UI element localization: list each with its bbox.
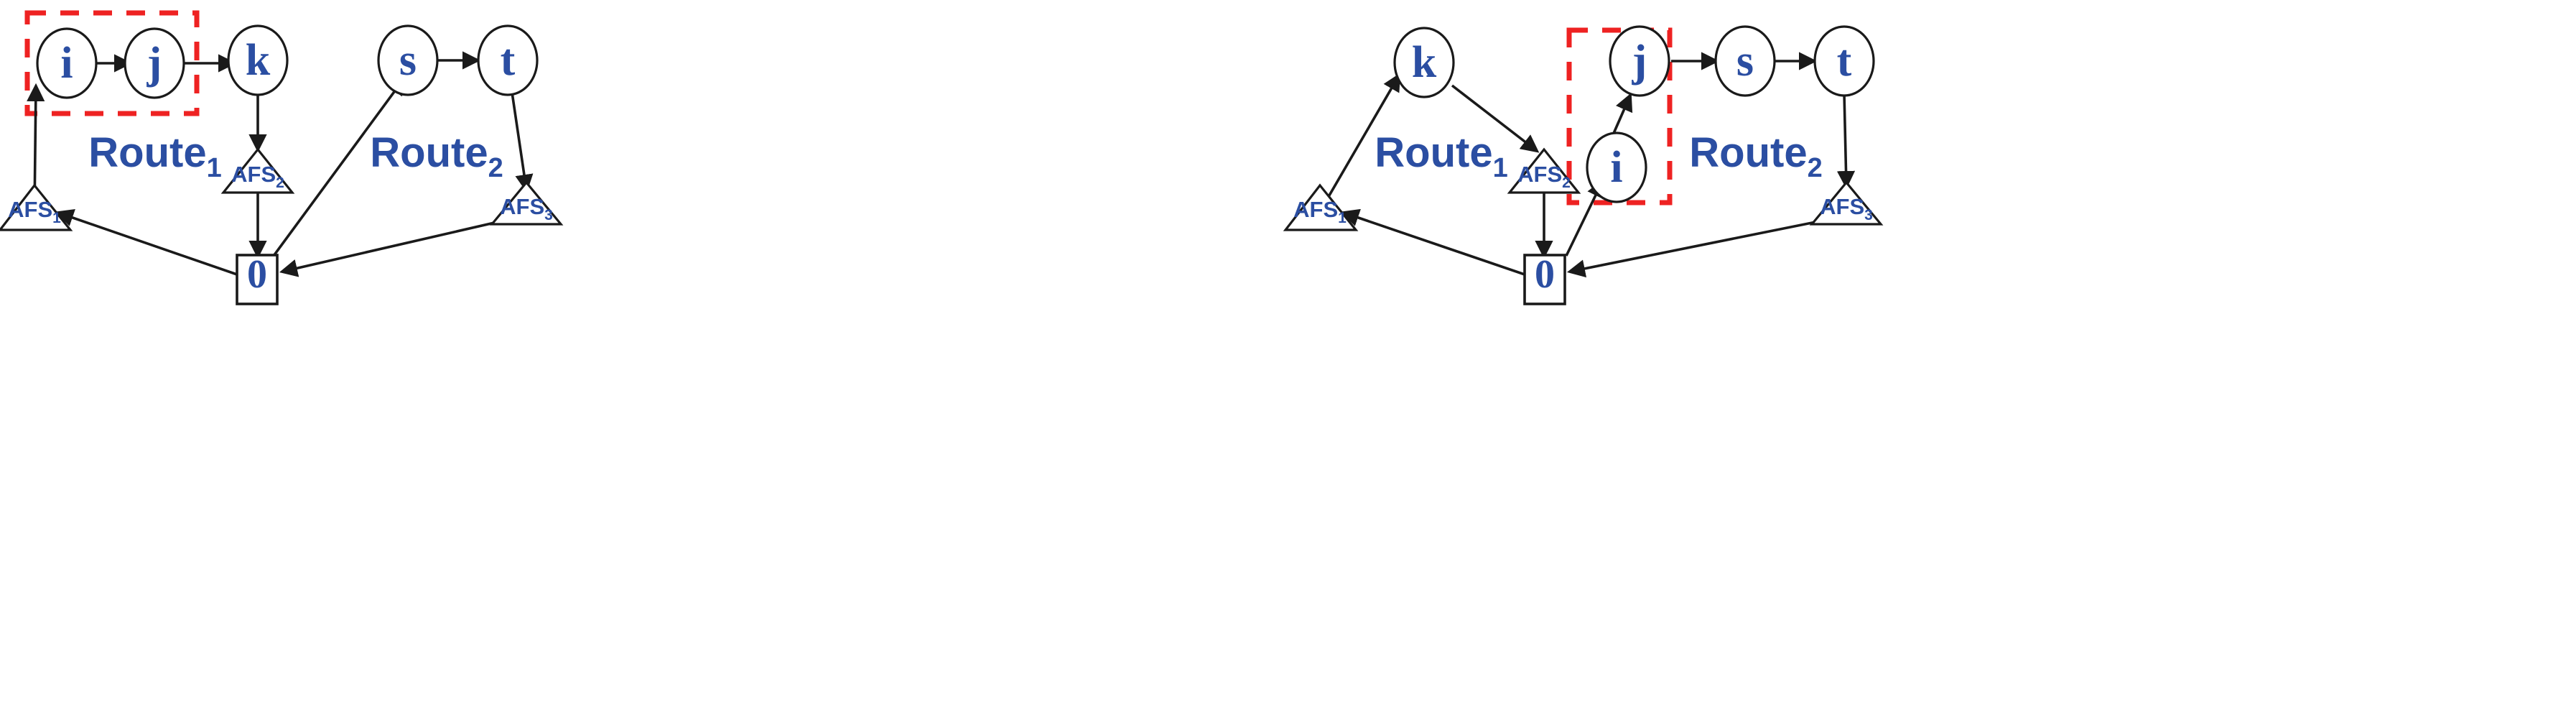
edge-depot-to-i [1565, 179, 1604, 257]
afs-1-label: AFS1 [8, 197, 61, 226]
node-t-label: t [501, 36, 516, 85]
node-i[interactable]: i [36, 27, 98, 99]
route-2-label: Route2 [1689, 129, 1822, 183]
route-1-label: Route1 [1375, 129, 1507, 183]
afs-3[interactable]: AFS3 [489, 180, 564, 226]
highlight-box-right[interactable] [1566, 27, 1673, 205]
edge-afs3-to-depot [1566, 218, 1831, 278]
node-k[interactable]: k [1393, 27, 1455, 98]
node-i-label: i [1610, 143, 1622, 192]
edge-depot-to-afs1 [55, 208, 238, 276]
edge-afs1-to-k [1318, 73, 1401, 213]
node-s[interactable]: s [377, 24, 439, 96]
edge-t-to-afs3 [510, 87, 534, 193]
edge-afs3-to-depot [279, 218, 511, 277]
node-j[interactable]: j [124, 27, 185, 99]
node-k-label: k [246, 36, 271, 85]
highlight-box-left[interactable] [24, 10, 200, 116]
depot-label: 0 [247, 252, 267, 297]
node-j-label: j [1632, 37, 1647, 86]
panel-right: k i j s t AFS1 AFS2 [1283, 25, 1884, 305]
node-t[interactable]: t [1813, 25, 1875, 97]
node-s[interactable]: s [1714, 25, 1776, 97]
node-i[interactable]: i [1586, 131, 1647, 203]
node-k[interactable]: k [227, 24, 289, 96]
afs-3-label: AFS3 [500, 194, 553, 223]
afs-3-label: AFS3 [1820, 194, 1873, 223]
node-j-label: j [147, 39, 162, 88]
afs-2[interactable]: AFS2 [220, 147, 295, 194]
afs-2-label: AFS2 [1517, 162, 1571, 191]
afs-1[interactable]: AFS1 [0, 183, 73, 231]
edge-i-to-j [1611, 93, 1633, 137]
route-2-label: Route2 [370, 129, 503, 183]
depot[interactable]: 0 [1523, 252, 1566, 305]
afs-2[interactable]: AFS2 [1507, 147, 1581, 194]
node-j[interactable]: j [1609, 25, 1670, 97]
afs-2-label: AFS2 [231, 162, 284, 191]
node-k-label: k [1412, 38, 1437, 87]
depot-label: 0 [1535, 252, 1555, 297]
node-s-label: s [1736, 37, 1754, 86]
edge-depot-to-afs1 [1341, 208, 1525, 276]
afs-3[interactable]: AFS3 [1809, 180, 1884, 226]
node-s-label: s [399, 36, 417, 85]
panel-left: i j k s t AFS1 AFS2 [0, 10, 564, 305]
afs-1-label: AFS1 [1293, 197, 1347, 226]
depot[interactable]: 0 [236, 252, 279, 305]
route-1-label: Route1 [88, 129, 221, 183]
node-t[interactable]: t [477, 24, 539, 96]
node-t-label: t [1837, 37, 1852, 86]
node-i-label: i [60, 39, 73, 88]
afs-1[interactable]: AFS1 [1283, 183, 1359, 231]
edge-t-to-afs3 [1836, 93, 1856, 190]
edge-k-to-afs2 [1451, 84, 1540, 153]
edge-depot-to-s [272, 76, 406, 257]
